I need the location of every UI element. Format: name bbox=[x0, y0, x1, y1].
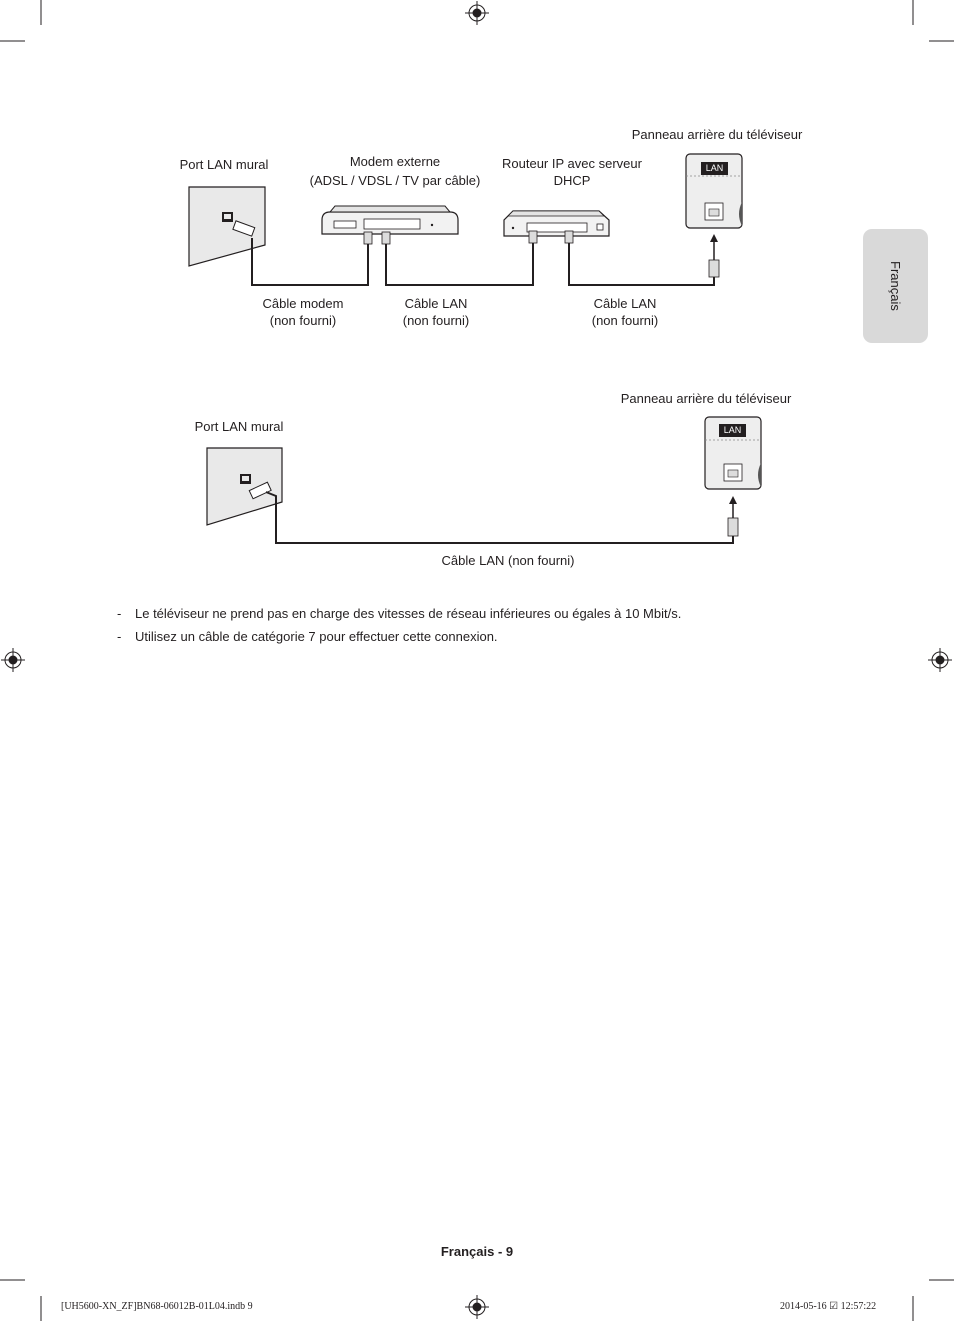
wall-lan-port-icon-2 bbox=[206, 447, 283, 526]
notes-list: - Le téléviseur ne prend pas en charge d… bbox=[117, 602, 681, 648]
cable-lan2-line1: Câble LAN bbox=[593, 296, 657, 311]
list-item: - Le téléviseur ne prend pas en charge d… bbox=[117, 602, 681, 625]
cable-modem-line1: Câble modem bbox=[262, 296, 344, 311]
router-label-line1: Routeur IP avec serveur bbox=[502, 156, 642, 171]
modem-label: Modem externe (ADSL / VDSL / TV par câbl… bbox=[300, 153, 490, 189]
list-item: - Utilisez un câble de catégorie 7 pour … bbox=[117, 625, 681, 648]
note-text: Le téléviseur ne prend pas en charge des… bbox=[135, 606, 682, 621]
bullet-dash: - bbox=[117, 629, 122, 644]
lan-badge-1 bbox=[701, 162, 728, 175]
cable-modem-label: Câble modem (non fourni) bbox=[243, 295, 363, 329]
cable-lan1-line2: (non fourni) bbox=[402, 313, 470, 328]
note-text: Utilisez un câble de catégorie 7 pour ef… bbox=[135, 629, 498, 644]
registration-mark-left bbox=[1, 648, 25, 672]
wall-lan-port-icon bbox=[188, 186, 266, 267]
lan-connector-icon-2 bbox=[727, 496, 739, 537]
registration-mark-bottom bbox=[465, 1295, 489, 1319]
registration-mark-right bbox=[928, 648, 952, 672]
bullet-dash: - bbox=[117, 606, 122, 621]
wall-port-label-2: Port LAN mural bbox=[194, 419, 284, 434]
router-label: Routeur IP avec serveur DHCP bbox=[492, 155, 652, 189]
lan-badge-2 bbox=[719, 424, 746, 437]
tv-panel-label-1: Panneau arrière du téléviseur bbox=[631, 127, 803, 142]
cable-diagram-2 bbox=[265, 491, 734, 544]
language-side-tab: Français bbox=[863, 229, 928, 343]
language-side-tab-label: Français bbox=[888, 261, 903, 311]
print-slug-file: [UH5600-XN_ZF]BN68-06012B-01L04.indb 9 bbox=[61, 1301, 253, 1312]
cable-lan-label-1: Câble LAN (non fourni) bbox=[376, 295, 496, 329]
cables-diagram-1 bbox=[251, 238, 715, 286]
registration-mark-top bbox=[465, 1, 489, 25]
lan-badge-text-2: LAN bbox=[723, 425, 742, 435]
cable-lan1-line1: Câble LAN bbox=[404, 296, 468, 311]
modem-label-line2: (ADSL / VDSL / TV par câble) bbox=[309, 173, 481, 188]
wall-port-label-1: Port LAN mural bbox=[179, 157, 269, 172]
modem-label-line1: Modem externe bbox=[349, 154, 441, 169]
cable-lan2-line2: (non fourni) bbox=[591, 313, 659, 328]
page-number: Français - 9 bbox=[440, 1244, 514, 1259]
cable-lan-label-2: Câble LAN (non fourni) bbox=[565, 295, 685, 329]
router-label-line2: DHCP bbox=[553, 173, 591, 188]
router-icon bbox=[503, 210, 610, 244]
cable-label-2: Câble LAN (non fourni) bbox=[441, 553, 575, 568]
modem-icon bbox=[321, 205, 459, 245]
cable-modem-line2: (non fourni) bbox=[269, 313, 337, 328]
lan-connector-icon bbox=[708, 234, 720, 278]
lan-badge-text-1: LAN bbox=[705, 163, 724, 173]
tv-panel-label-2: Panneau arrière du téléviseur bbox=[620, 391, 792, 406]
print-slug-date: 2014-05-16 ☑ 12:57:22 bbox=[780, 1301, 877, 1312]
